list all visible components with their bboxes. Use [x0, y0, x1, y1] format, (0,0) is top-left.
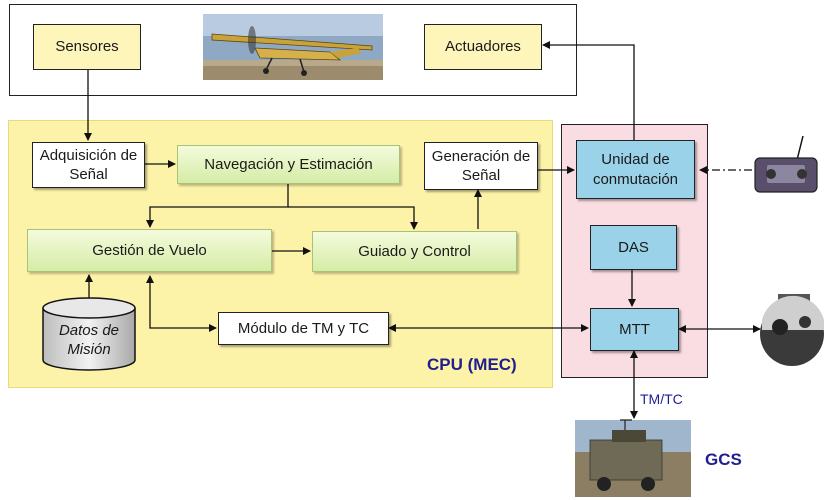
gcs-label: GCS: [705, 450, 742, 469]
flight-management-box: Gestión de Vuelo: [27, 229, 272, 272]
tm-tc-label: TM/TC: [640, 391, 683, 407]
das-box: DAS: [590, 225, 677, 270]
actuators-box: Actuadores: [424, 24, 542, 70]
cpu-label: CPU (MEC): [427, 355, 517, 374]
radio-remote-icon: [754, 135, 818, 193]
mtt-box: MTT: [590, 308, 679, 351]
switching-unit-box: Unidad de conmutación: [576, 140, 695, 199]
navigation-estimation-box: Navegación y Estimación: [177, 145, 400, 184]
sensors-box: Sensores: [33, 24, 141, 70]
airplane-photo: [203, 14, 383, 80]
mission-data-cylinder: [42, 297, 136, 371]
signal-acquisition-box: Adquisición de Señal: [32, 142, 145, 188]
tm-tc-module-box: Módulo de TM y TC: [218, 312, 389, 345]
guidance-control-box: Guiado y Control: [312, 231, 517, 272]
gimbal-camera-icon: [760, 294, 824, 366]
signal-generation-box: Generación de Señal: [424, 142, 538, 190]
gcs-vehicle-photo: [575, 419, 691, 497]
mission-data-label: Datos de Misión: [58, 321, 120, 359]
